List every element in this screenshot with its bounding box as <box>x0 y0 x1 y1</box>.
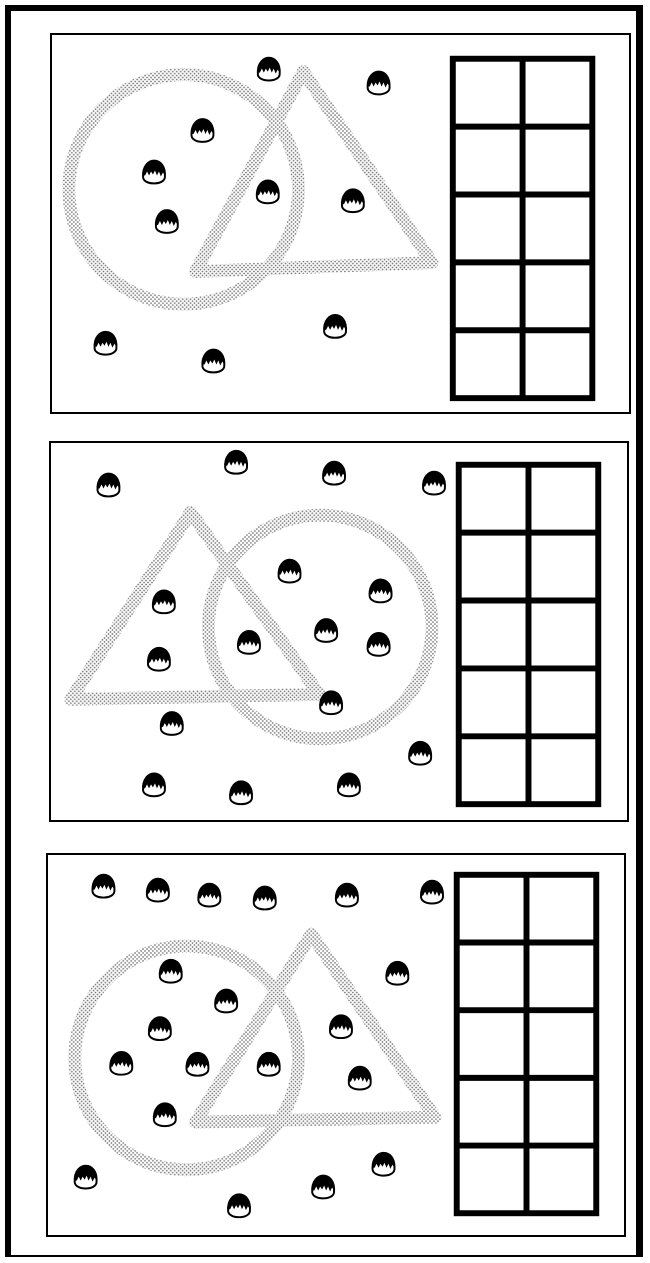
counter-dot <box>312 1176 334 1199</box>
sorting-triangle <box>71 512 319 699</box>
counter-dot <box>349 1067 371 1090</box>
counter-dot <box>320 691 342 714</box>
counter-dot <box>324 315 346 338</box>
counter-dot <box>257 180 279 203</box>
counter-dot <box>161 712 183 735</box>
counter-dot <box>148 648 170 671</box>
counting-panel-2 <box>49 441 629 822</box>
counter-dot <box>154 1103 176 1126</box>
counter-dot <box>97 474 119 497</box>
counter-dot <box>386 962 408 985</box>
counter-dot <box>75 1166 97 1189</box>
counter-dot <box>191 119 213 142</box>
counting-panel-3 <box>46 853 626 1237</box>
counter-dot <box>330 1015 352 1038</box>
panel-3-drawing <box>48 855 624 1235</box>
counter-dot <box>225 451 247 474</box>
counter-dot <box>258 58 280 81</box>
counter-dot <box>336 884 358 907</box>
counter-dot <box>186 1053 208 1076</box>
counter-dot <box>368 633 390 656</box>
ten-frame <box>453 59 593 398</box>
counter-dot <box>110 1052 132 1075</box>
counter-dot <box>338 773 360 796</box>
counter-dot <box>368 72 390 95</box>
counter-dot <box>230 781 252 804</box>
counter-dot <box>423 472 445 495</box>
counter-dot <box>342 189 364 212</box>
counter-dot <box>370 580 392 603</box>
counter-dot <box>153 590 175 613</box>
counter-dot <box>215 990 237 1013</box>
counter-dot <box>254 887 276 910</box>
counter-dot <box>147 879 169 902</box>
counter-dot <box>160 960 182 983</box>
counter-dot <box>421 881 443 904</box>
counter-dot <box>95 332 117 355</box>
counter-dot <box>156 210 178 233</box>
counter-dot <box>409 742 431 765</box>
counter-dot <box>323 462 345 485</box>
sorting-triangle <box>196 72 432 272</box>
counters <box>95 58 390 373</box>
counter-dot <box>228 1194 250 1217</box>
counter-dot <box>143 161 165 184</box>
counter-dot <box>373 1153 395 1176</box>
panel-1-drawing <box>52 35 629 412</box>
panel-2-drawing <box>51 443 627 820</box>
counter-dot <box>258 1053 280 1076</box>
counter-dot <box>143 773 165 796</box>
counter-dot <box>315 619 337 642</box>
counting-panel-1 <box>50 33 631 414</box>
counter-dot <box>238 631 260 654</box>
counter-dot <box>279 560 301 583</box>
ten-frame <box>457 875 597 1213</box>
counter-dot <box>202 350 224 373</box>
counter-dot <box>149 1017 171 1040</box>
ten-frame <box>459 465 599 804</box>
counter-dot <box>92 875 114 898</box>
counter-dot <box>198 884 220 907</box>
